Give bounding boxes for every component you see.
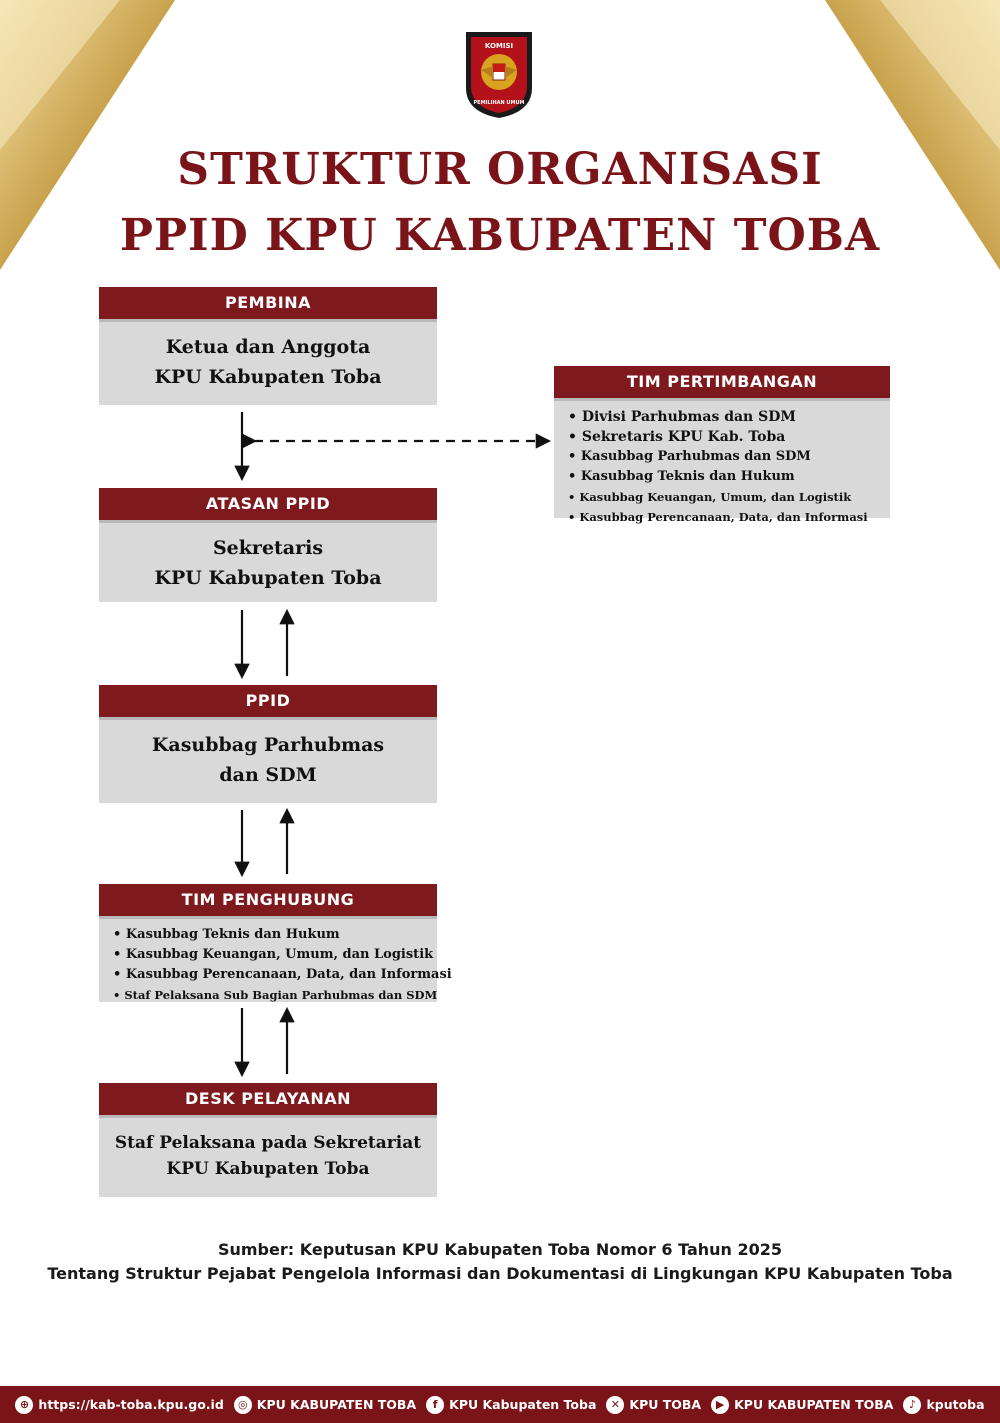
box-body: Staf Pelaksana pada Sekretariat KPU Kabu…	[99, 1118, 437, 1182]
box-tim-pertimbangan: TIM PERTIMBANGAN Divisi Parhubmas dan SD…	[554, 366, 890, 524]
box-text-line: Staf Pelaksana pada Sekretariat	[114, 1133, 422, 1153]
list-item: Staf Pelaksana Sub Bagian Parhubmas dan …	[113, 985, 437, 1005]
globe-icon: ⊕	[15, 1395, 34, 1414]
svg-text:PEMILIHAN UMUM: PEMILIHAN UMUM	[473, 100, 524, 106]
page-title-line-2: PPID KPU KABUPATEN TOBA	[119, 210, 881, 261]
footer-x-twitter[interactable]: ✕ KPU TOBA	[606, 1395, 702, 1414]
footer-website[interactable]: ⊕ https://kab-toba.kpu.go.id	[15, 1395, 224, 1414]
footer-instagram[interactable]: ◎ KPU KABUPATEN TOBA	[233, 1395, 417, 1414]
tiktok-icon: ♪	[903, 1395, 922, 1414]
list-item: Kasubbag Parhubmas dan SDM	[568, 447, 890, 467]
box-body: Ketua dan Anggota KPU Kabupaten Toba	[99, 322, 437, 392]
footer-bar: ⊕ https://kab-toba.kpu.go.id ◎ KPU KABUP…	[0, 1386, 1000, 1423]
x-twitter-icon: ✕	[606, 1395, 625, 1414]
box-header: PPID	[99, 685, 437, 720]
box-ppid: PPID Kasubbag Parhubmas dan SDM	[99, 685, 437, 803]
list-item: Divisi Parhubmas dan SDM	[568, 407, 890, 427]
box-text-line: KPU Kabupaten Toba	[154, 567, 382, 589]
box-desk-pelayanan: DESK PELAYANAN Staf Pelaksana pada Sekre…	[99, 1083, 437, 1197]
page-title-line-1: STRUKTUR ORGANISASI	[177, 144, 823, 195]
source-line-2: Tentang Struktur Pejabat Pengelola Infor…	[47, 1264, 953, 1283]
box-text-line: KPU Kabupaten Toba	[154, 366, 382, 388]
list-item: Kasubbag Teknis dan Hukum	[113, 925, 437, 945]
footer-text: KPU KABUPATEN TOBA	[734, 1397, 894, 1412]
footer-tiktok[interactable]: ♪ kputoba	[903, 1395, 985, 1414]
list-item: Kasubbag Teknis dan Hukum	[568, 467, 890, 487]
box-text-line: Ketua dan Anggota	[165, 336, 371, 358]
footer-facebook[interactable]: f KPU Kabupaten Toba	[426, 1395, 597, 1414]
box-header: DESK PELAYANAN	[99, 1083, 437, 1118]
svg-text:KOMISI: KOMISI	[485, 42, 513, 50]
footer-text: KPU TOBA	[629, 1397, 702, 1412]
footer-text: https://kab-toba.kpu.go.id	[38, 1397, 224, 1412]
footer-text: KPU KABUPATEN TOBA	[256, 1397, 417, 1412]
box-header: ATASAN PPID	[99, 488, 437, 523]
garuda-emblem-icon	[481, 54, 517, 90]
kpu-logo: KOMISI PEMILIHAN UMUM	[466, 32, 532, 118]
list-item: Sekretaris KPU Kab. Toba	[568, 427, 890, 447]
footer-text: kputoba	[926, 1397, 985, 1412]
box-atasan-ppid: ATASAN PPID Sekretaris KPU Kabupaten Tob…	[99, 488, 437, 602]
member-list: Kasubbag Teknis dan Hukum Kasubbag Keuan…	[99, 919, 452, 1005]
list-item: Kasubbag Keuangan, Umum, dan Logistik	[113, 945, 437, 965]
box-pembina: PEMBINA Ketua dan Anggota KPU Kabupaten …	[99, 287, 437, 405]
list-item: Kasubbag Keuangan, Umum, dan Logistik	[568, 487, 890, 507]
list-item: Kasubbag Perencanaan, Data, dan Informas…	[113, 965, 452, 985]
member-list: Divisi Parhubmas dan SDM Sekretaris KPU …	[554, 401, 890, 527]
box-text-line: Sekretaris	[212, 537, 324, 559]
box-tim-penghubung: TIM PENGHUBUNG Kasubbag Teknis dan Hukum…	[99, 884, 452, 1005]
box-body: Sekretaris KPU Kabupaten Toba	[99, 523, 437, 593]
instagram-icon: ◎	[233, 1395, 252, 1414]
box-header: PEMBINA	[99, 287, 437, 322]
list-item: Kasubbag Perencanaan, Data, dan Informas…	[568, 507, 890, 527]
footer-youtube[interactable]: ▶ KPU KABUPATEN TOBA	[711, 1395, 894, 1414]
box-text-line: dan SDM	[219, 764, 317, 786]
footer-text: KPU Kabupaten Toba	[449, 1397, 597, 1412]
youtube-icon: ▶	[711, 1395, 730, 1414]
box-header: TIM PERTIMBANGAN	[554, 366, 890, 401]
box-body: Kasubbag Parhubmas dan SDM	[99, 720, 437, 790]
box-header: TIM PENGHUBUNG	[99, 884, 437, 919]
box-text-line: KPU Kabupaten Toba	[166, 1159, 370, 1179]
box-text-line: Kasubbag Parhubmas	[151, 734, 385, 756]
facebook-icon: f	[426, 1395, 445, 1414]
source-line-1: Sumber: Keputusan KPU Kabupaten Toba Nom…	[217, 1240, 783, 1259]
